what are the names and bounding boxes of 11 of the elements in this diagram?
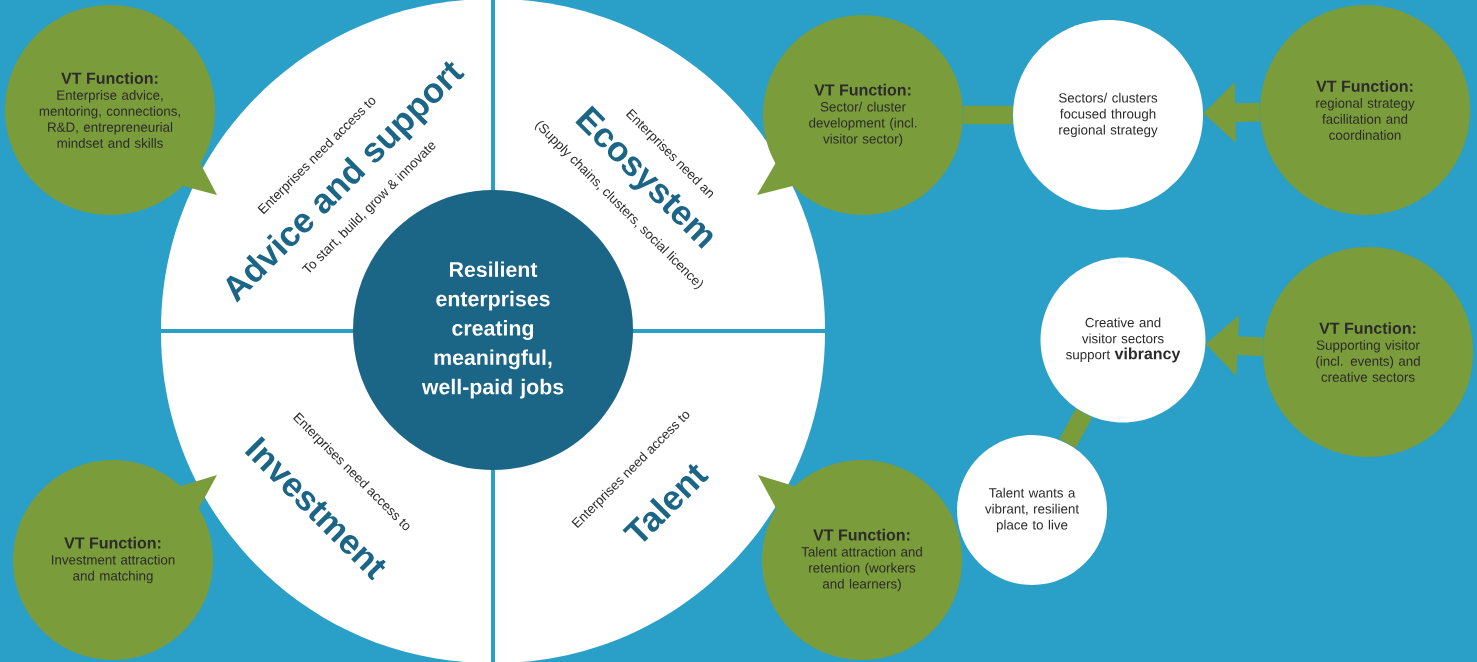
bubble: Sectors/ clusters focused through regional strategy	[1013, 20, 1203, 210]
bubble: Creative and visitor sectors support vibrancy	[1040, 257, 1206, 423]
bubble: VT Function: Supporting visitor (incl. events) and creative sectors	[1263, 247, 1473, 457]
bubble: Talent wants a vibrant, resilient place to live	[957, 435, 1107, 585]
speech-bubble: VT Function: Talent attraction and retention (workers and learners)	[758, 460, 962, 660]
speech-bubble: VT Function: Sector/ cluster development (incl. visitor sector)	[757, 15, 963, 215]
speech-bubble: VT Function: Enterprise advice, mentoring, connections, R&D, entrepreneurial mindset and skills	[5, 5, 217, 215]
connector	[1059, 408, 1093, 449]
connector	[963, 105, 1013, 125]
speech-bubble: VT Function: Investment attraction and matching	[13, 460, 217, 660]
bubble: VT Function: regional strategy facilitation and coordination	[1260, 5, 1470, 215]
